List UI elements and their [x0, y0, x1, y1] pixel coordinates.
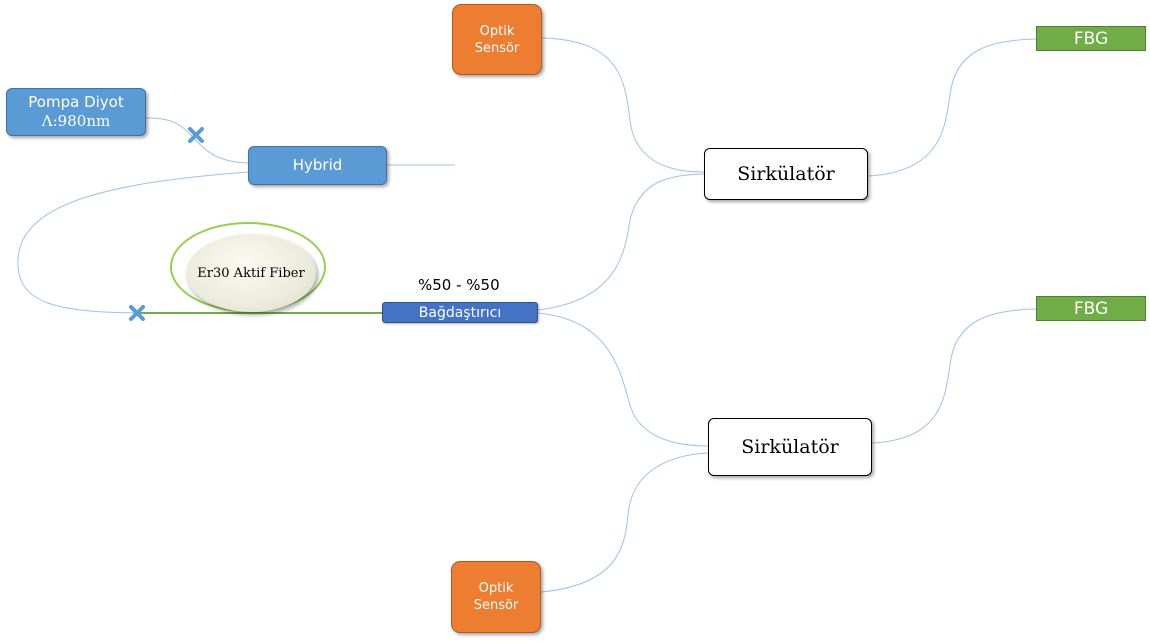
fiber-hybrid-loop: [17, 171, 249, 314]
fiber-sensor-top-to-circ: [541, 37, 705, 173]
fiber-coupler-to-circ-bottom: [537, 312, 709, 447]
fiber-circ-top-to-fbg: [867, 38, 1037, 177]
pump-diode-box: Pompa Diyot Λ:980nm: [6, 88, 146, 136]
fiber-sensor-bottom-to-circ: [540, 452, 709, 593]
fbg-top: FBG: [1036, 26, 1146, 51]
fbg-top-label: FBG: [1073, 28, 1109, 49]
coupler-ratio-label: %50 - %50: [418, 276, 500, 294]
optical-sensor-top: Optik Sensör: [452, 4, 542, 75]
active-fiber-label: Er30 Aktif Fiber: [197, 265, 305, 281]
circulator-top-label: Sirkülatör: [737, 163, 835, 185]
fiber-coupler-to-circ-top: [537, 173, 705, 311]
sensor-top-line1: Optik: [479, 23, 515, 39]
active-fiber-label-container: Er30 Aktif Fiber: [186, 234, 316, 312]
sensor-bottom-line2: Sensör: [473, 598, 519, 613]
sensor-top-line2: Sensör: [474, 40, 520, 56]
fbg-bottom: FBG: [1036, 296, 1146, 321]
circulator-bottom: Sirkülatör: [708, 418, 872, 476]
splice-mark-icon: [188, 127, 204, 143]
circulator-top: Sirkülatör: [704, 148, 868, 200]
fbg-bottom-label: FBG: [1073, 298, 1109, 319]
sensor-bottom-line1: Optik: [478, 581, 514, 596]
hybrid-box: Hybrid: [248, 146, 387, 185]
pump-diode-line1: Pompa Diyot: [28, 93, 124, 111]
active-fiber-ellipse: Er30 Aktif Fiber: [170, 222, 326, 312]
circulator-bottom-label: Sirkülatör: [741, 436, 839, 458]
pump-diode-line2: Λ:980nm: [41, 112, 111, 130]
fiber-circ-bottom-to-fbg: [871, 308, 1037, 444]
splice-mark-icon: [129, 305, 145, 321]
hybrid-label: Hybrid: [292, 156, 343, 174]
coupler-box: Bağdaştırıcı: [382, 302, 538, 323]
fiber-pump-to-hybrid: [145, 117, 249, 164]
optical-sensor-bottom: Optik Sensör: [451, 561, 541, 633]
coupler-label: Bağdaştırıcı: [418, 304, 502, 321]
